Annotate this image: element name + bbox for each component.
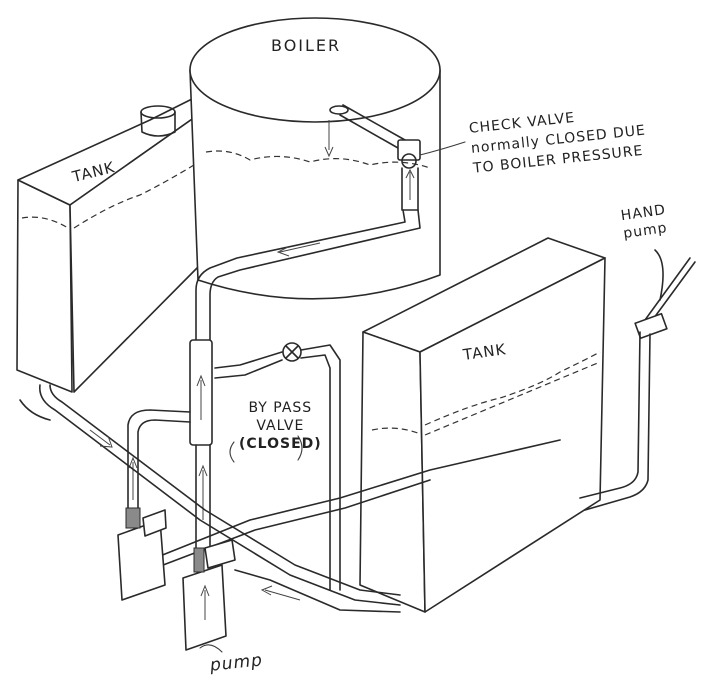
bypass-valve-label-line1: BY PASS [248, 400, 313, 416]
hand-pump-label: HAND pump [620, 201, 670, 243]
pump-leader [199, 644, 223, 653]
check-valve [397, 139, 421, 211]
pump-right [182, 539, 236, 651]
pipes [19, 339, 561, 613]
pump-left [117, 507, 167, 601]
boiler-label: BOILER [271, 36, 342, 55]
check-valve-leader [419, 141, 466, 156]
bypass-bracket-right [297, 435, 303, 461]
bypass-valve-label-line2: VALVE [256, 418, 305, 434]
tank-filler-cap [140, 105, 176, 137]
bypass-valve-label: BY PASS VALVE (CLOSED) [239, 399, 322, 453]
bypass-valve [214, 342, 341, 591]
hand-pump [579, 249, 696, 511]
bypass-valve-label-line3: (CLOSED) [239, 436, 322, 452]
boiler [189, 17, 441, 341]
bypass-bracket-left [229, 441, 235, 463]
left-tank [16, 94, 206, 393]
right-tank [359, 237, 606, 613]
